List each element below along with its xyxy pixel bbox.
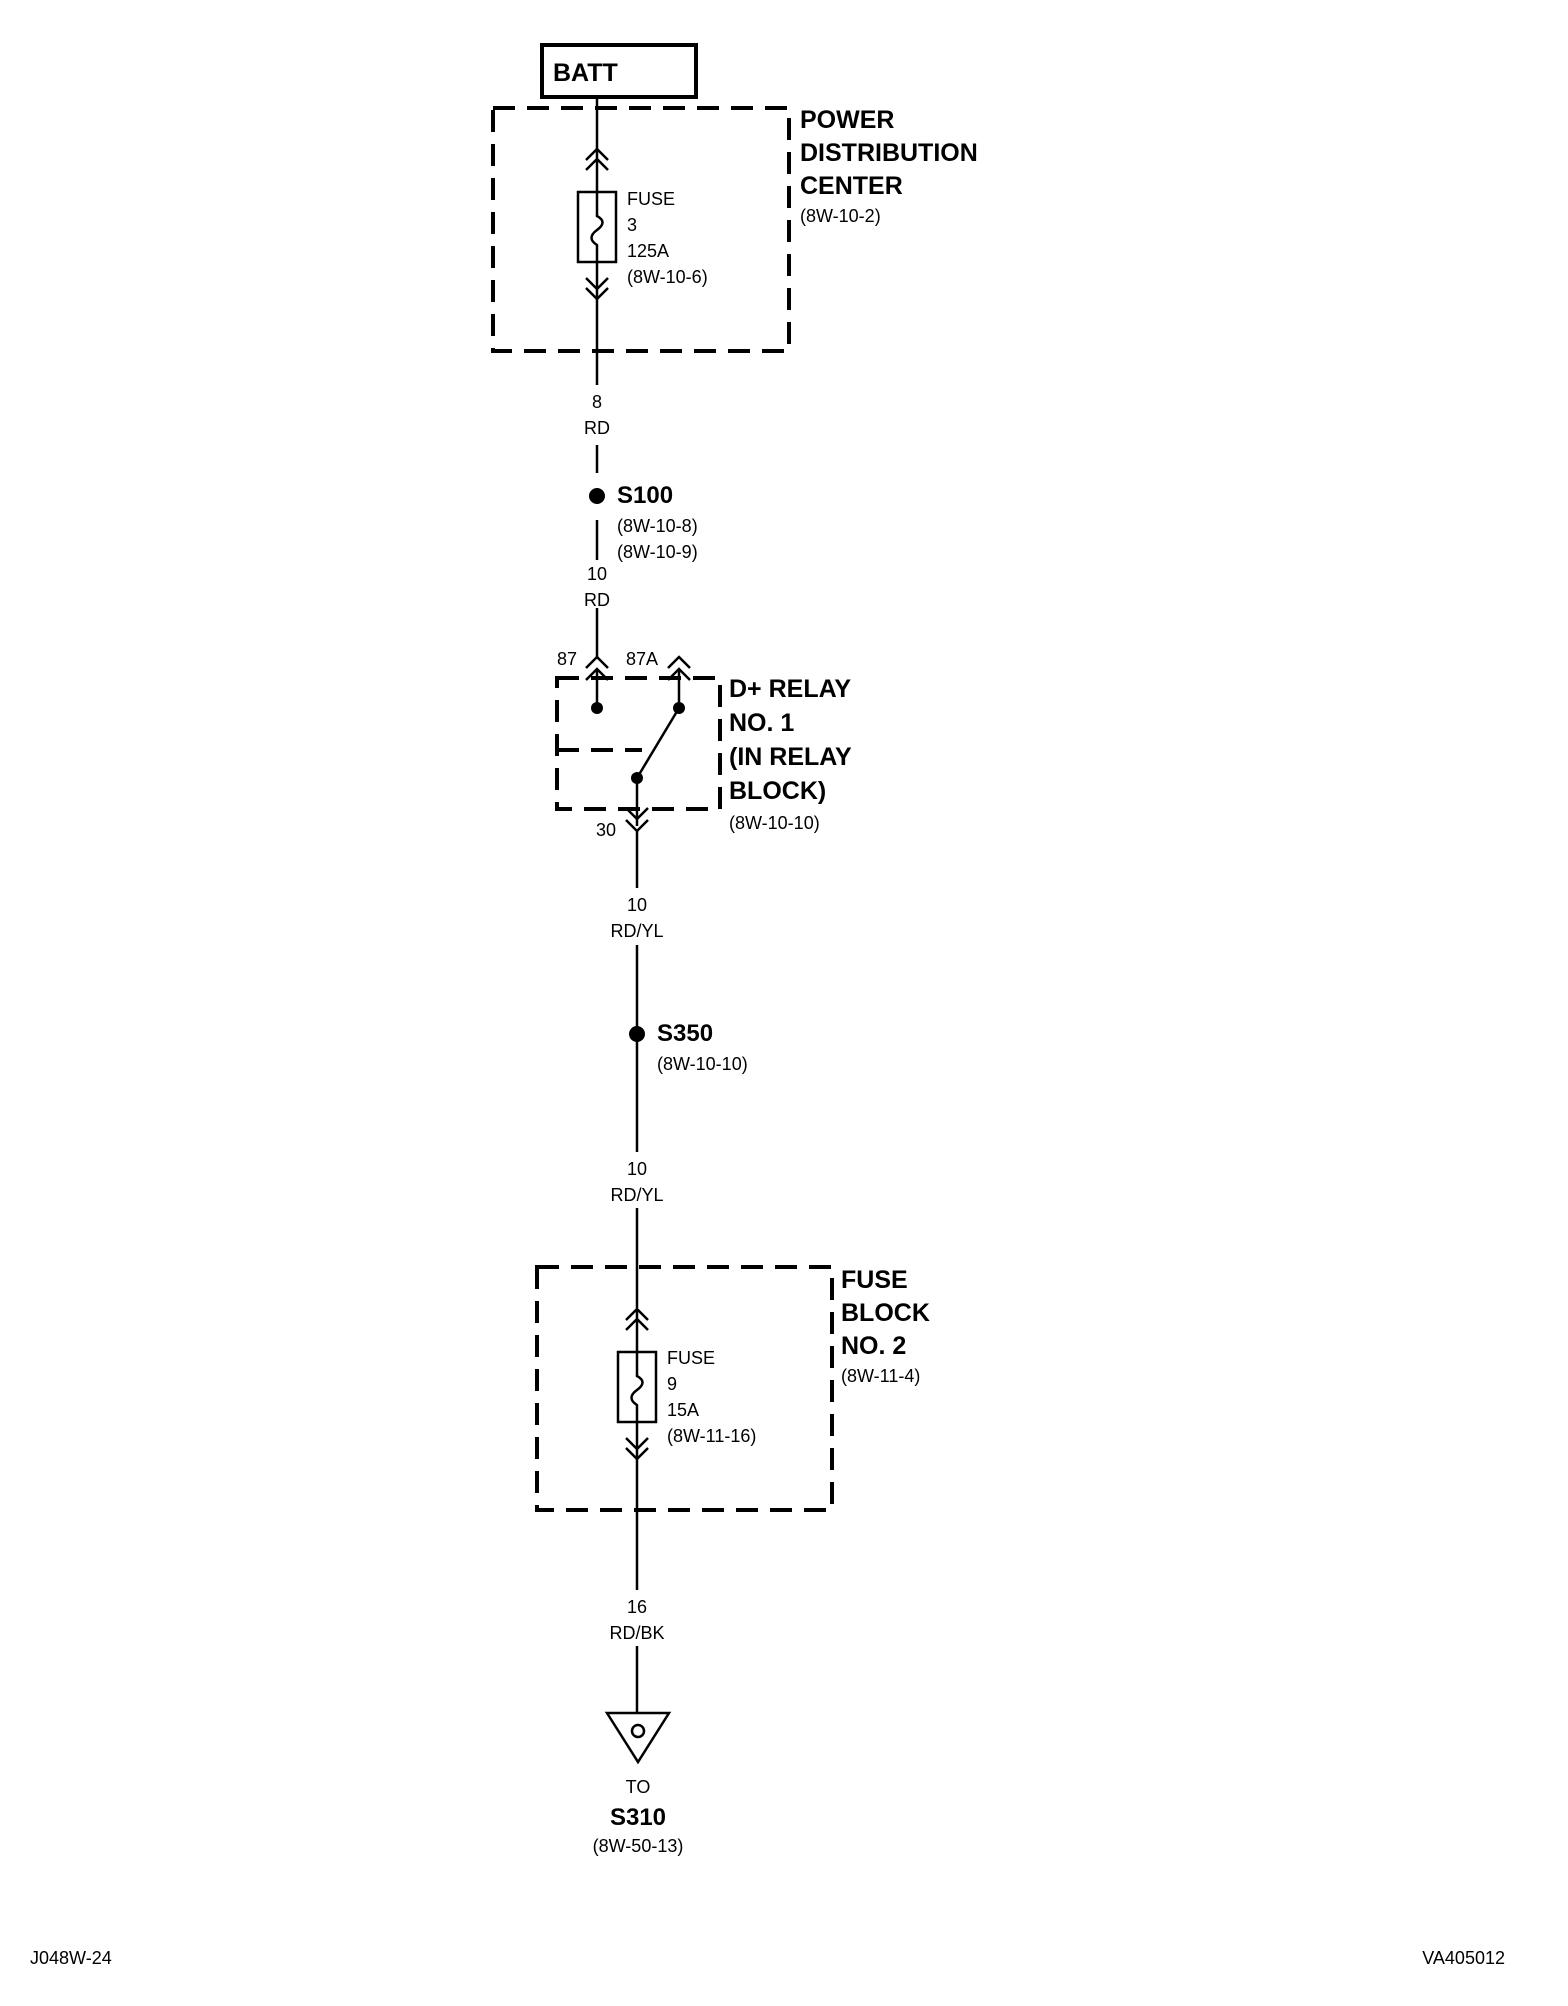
fuse-3-label: FUSE <box>627 189 675 209</box>
wire-3-color: RD/YL <box>610 921 663 941</box>
fuse-9-label: FUSE <box>667 1348 715 1368</box>
pdc-outline <box>491 106 791 353</box>
fb2-outline <box>535 1265 834 1512</box>
pdc-in-connector-icon <box>585 147 609 171</box>
relay-outline <box>555 676 722 811</box>
dest-ref: (8W-50-13) <box>593 1836 684 1856</box>
fuse-9-number: 9 <box>667 1374 677 1394</box>
fuse-3-element <box>590 192 604 262</box>
wire-1-gauge: 8 <box>592 392 602 412</box>
splice-s100-icon <box>589 488 605 504</box>
wire-2-color: RD <box>584 590 610 610</box>
relay-pin-87: 87 <box>557 649 577 669</box>
relay-title-3: (IN RELAY <box>729 743 852 771</box>
wire-4-color: RD/YL <box>610 1185 663 1205</box>
fuse-3-number: 3 <box>627 215 637 235</box>
fuse-3-ref: (8W-10-6) <box>627 267 708 287</box>
relay-87-contact <box>591 702 603 714</box>
wire-5-color: RD/BK <box>609 1623 664 1643</box>
s100-ref-2: (8W-10-9) <box>617 542 698 562</box>
s100-ref-1: (8W-10-8) <box>617 516 698 536</box>
wire-3-gauge: 10 <box>627 895 647 915</box>
pdc-ref: (8W-10-2) <box>800 206 881 226</box>
s350-ref: (8W-10-10) <box>657 1054 748 1074</box>
offpage-connector-dot <box>630 1723 646 1739</box>
fb2-title-3: NO. 2 <box>841 1332 906 1360</box>
batt-label: BATT <box>553 59 618 87</box>
s100-label: S100 <box>617 482 673 509</box>
dest-to: TO <box>626 1777 651 1797</box>
wire-2-gauge: 10 <box>587 564 607 584</box>
fb2-title-2: BLOCK <box>841 1299 930 1327</box>
relay-ref: (8W-10-10) <box>729 813 820 833</box>
relay-pin-30: 30 <box>596 820 616 840</box>
fb2-ref: (8W-11-4) <box>841 1366 920 1386</box>
footer-right-code: VA405012 <box>1422 1948 1505 1968</box>
relay-switch-arm <box>635 707 681 779</box>
relay-title-4: BLOCK) <box>729 777 826 805</box>
relay-title-1: D+ RELAY <box>729 675 851 703</box>
splice-s350-icon <box>629 1026 645 1042</box>
pdc-title-1: POWER <box>800 106 894 134</box>
wire-1-color: RD <box>584 418 610 438</box>
relay-title-2: NO. 1 <box>729 709 794 737</box>
fuse-9-ref: (8W-11-16) <box>667 1426 756 1446</box>
wire-4-gauge: 10 <box>627 1159 647 1179</box>
wire-5-gauge: 16 <box>627 1597 647 1617</box>
fuse-3-rating: 125A <box>627 241 669 261</box>
fuse-9-rating: 15A <box>667 1400 699 1420</box>
dest-label: S310 <box>610 1804 666 1831</box>
batt-box <box>540 43 698 99</box>
fb2-title-1: FUSE <box>841 1266 908 1294</box>
relay-pin-87a: 87A <box>626 649 658 669</box>
pdc-out-connector-icon <box>585 277 609 301</box>
fuse-9-element <box>630 1352 644 1422</box>
offpage-connector-icon <box>604 1711 672 1765</box>
pdc-title-3: CENTER <box>800 172 903 200</box>
pdc-title-2: DISTRIBUTION <box>800 139 978 167</box>
s350-label: S350 <box>657 1020 713 1047</box>
footer-left-code: J048W-24 <box>30 1948 112 1968</box>
